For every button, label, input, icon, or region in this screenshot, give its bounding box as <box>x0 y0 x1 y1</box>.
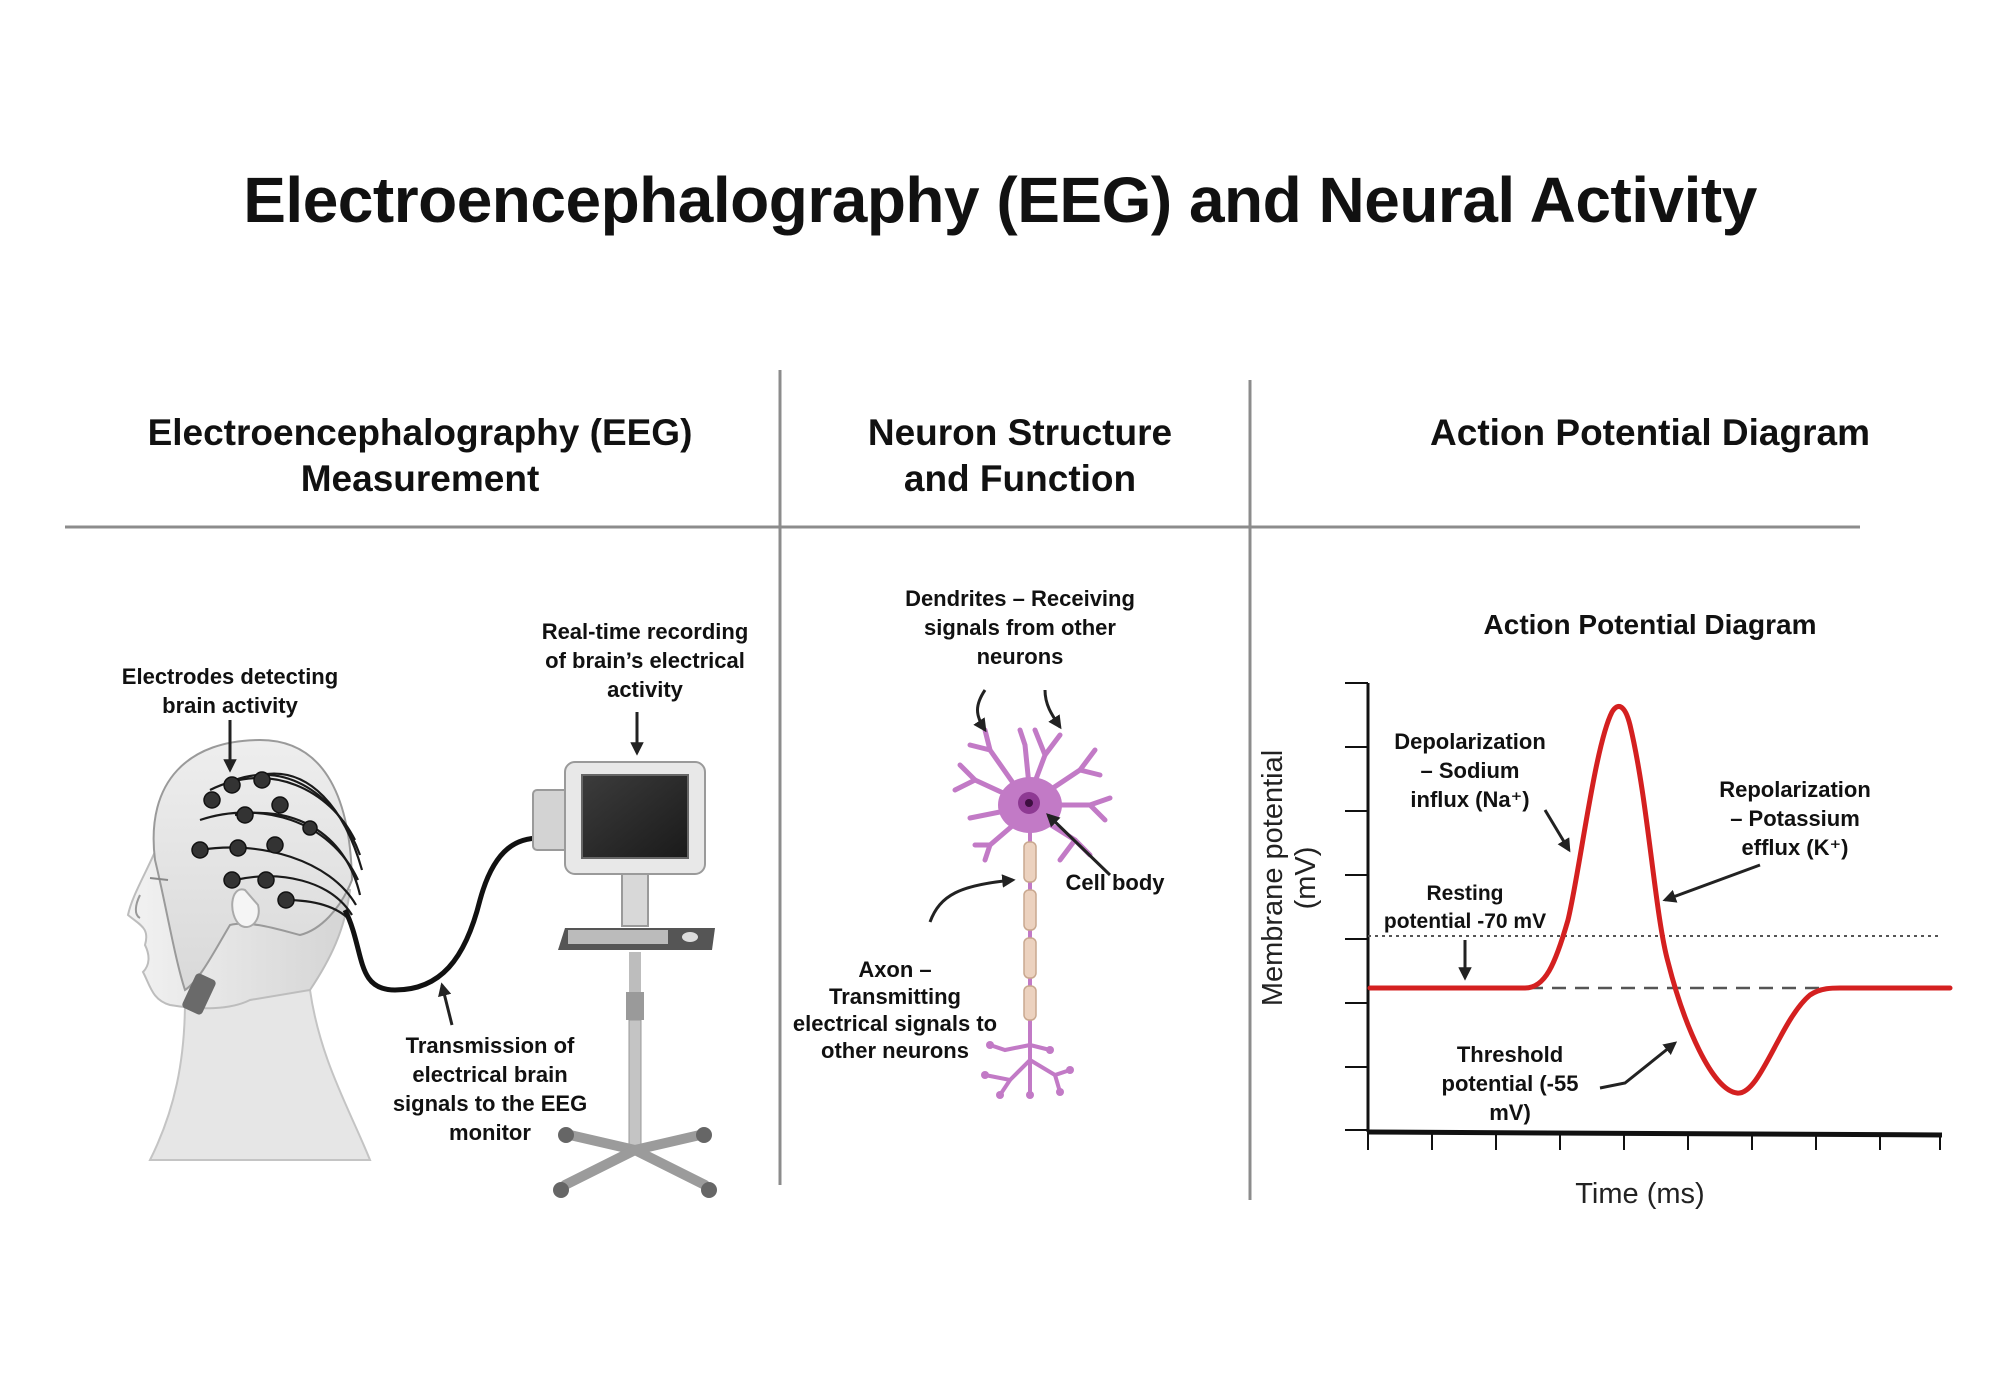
resting-potential-label: Resting potential -70 mV <box>1383 882 1547 933</box>
threshold-potential-label: Threshold potential (-55 mV) <box>1441 1042 1579 1125</box>
action-chart-title: Action Potential Diagram <box>1483 609 1817 640</box>
electrodes-label: Electrodes detecting brain activity <box>121 664 339 718</box>
action-potential-plot <box>1345 682 1953 1150</box>
neuron-illustration <box>952 727 1113 1099</box>
action-arrows <box>1458 809 1761 1090</box>
eeg-cable <box>342 835 541 993</box>
column-heading-neuron: Neuron Structure and Function <box>867 412 1173 499</box>
transmission-label: Transmission of electrical brain signals… <box>392 1033 588 1145</box>
recording-label: Real-time recording of brain’s electrica… <box>541 619 749 702</box>
monitor-screen <box>581 774 689 859</box>
column-heading-action: Action Potential Diagram <box>1430 412 1870 453</box>
x-axis-label: Time (ms) <box>1575 1178 1705 1210</box>
eeg-monitor-illustration <box>532 761 717 1198</box>
section-dividers <box>65 370 1860 1200</box>
dendrites-label: Dendrites – Receiving signals from other… <box>905 586 1135 669</box>
eeg-head-illustration <box>126 738 541 1161</box>
repolarization-label: Repolarization – Potassium efflux (K⁺) <box>1719 777 1871 860</box>
column-heading-eeg: Electroencephalography (EEG) Measurement <box>147 412 693 499</box>
page-title: Electroencephalography (EEG) and Neural … <box>243 164 1757 236</box>
depolarization-label: Depolarization – Sodium influx (Na⁺) <box>1394 729 1546 812</box>
y-axis-label: Membrane potential (mV) <box>1257 749 1322 1007</box>
cell-body-label: Cell body <box>1065 870 1165 895</box>
neuron-arrows <box>928 689 1112 923</box>
electrodes <box>191 771 318 909</box>
eeg-arrows <box>223 712 644 1026</box>
axon-label: Axon – Transmitting electrical signals t… <box>792 957 998 1063</box>
action-potential-curve <box>1367 704 1953 1096</box>
